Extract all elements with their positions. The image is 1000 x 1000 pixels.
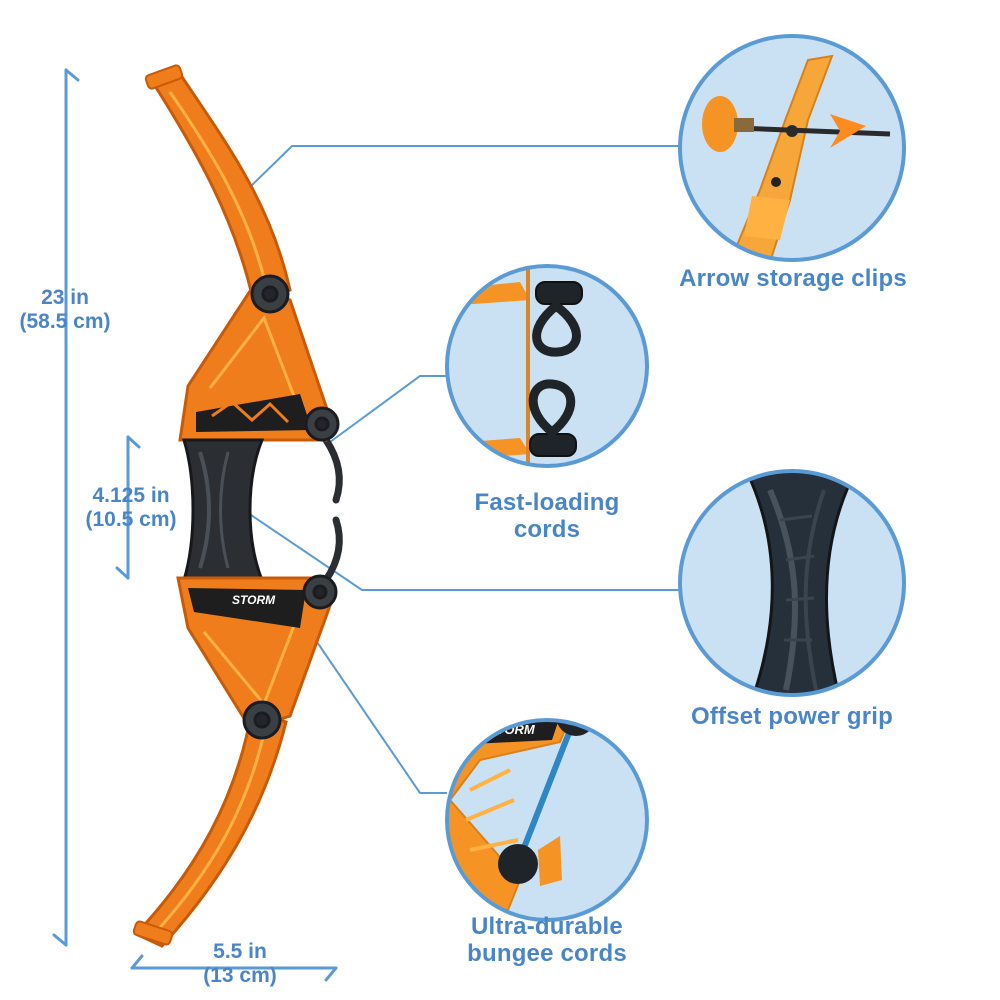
fast-loading-cords [322,436,343,584]
detail-fast-loading [445,264,649,468]
detail-arrow-storage [678,34,906,262]
bow-logo: STORM [232,593,276,607]
height-imperial: 23 in [41,286,89,309]
callout-lines [213,145,680,794]
width-dimension-label: 5.5 in (13 cm) [180,940,300,987]
feature-label-bungee: Ultra-durable bungee cords [467,913,627,967]
feature-label-fast-loading: Fast-loading cords [474,489,620,543]
detail-bungee: STORM [445,718,649,922]
feature-label-arrow-storage: Arrow storage clips [679,265,907,292]
suction-cup-icon [702,96,754,152]
grip-dimension-line [115,435,141,580]
height-dimension-label: 23 in (58.5 cm) [6,286,124,333]
arrow-icon [735,114,891,148]
cam-hubs [242,274,340,740]
clip-icon [529,281,583,457]
grip-imperial: 4.125 in [92,484,170,507]
upper-limb [147,66,292,307]
detail-power-grip [678,469,906,697]
feature-label-power-grip: Offset power grip [690,703,894,730]
width-imperial: 5.5 in [213,940,267,963]
width-metric: (13 cm) [203,963,277,987]
bow-icon: STORM [132,64,343,948]
lower-limb [133,707,288,948]
height-metric: (58.5 cm) [19,309,111,333]
grip-dimension-label: 4.125 in (10.5 cm) [66,484,196,531]
grip-metric: (10.5 cm) [85,507,177,531]
height-dimension-line [52,68,80,947]
width-dimension-line [130,954,338,982]
